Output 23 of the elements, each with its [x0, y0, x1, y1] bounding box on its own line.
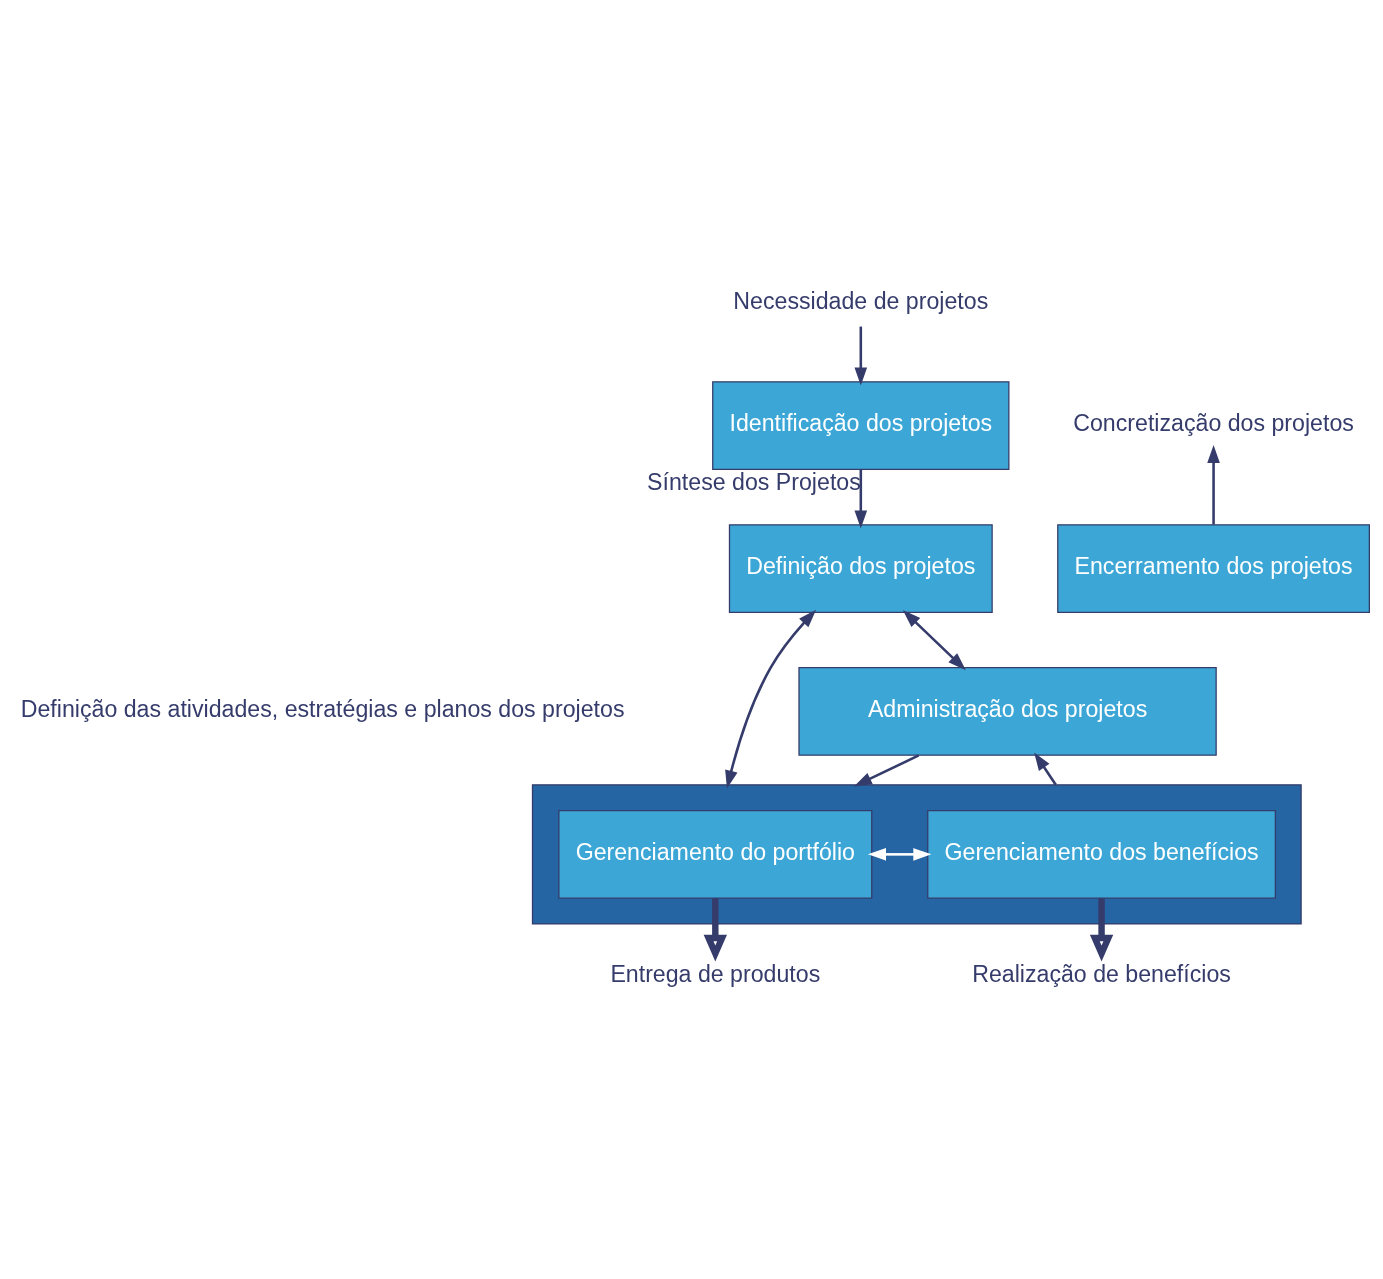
label: Definição das atividades, estratégias e planos dos projetos	[20, 695, 625, 722]
arrow	[854, 469, 868, 529]
node-box: Definição dos projetos	[728, 523, 993, 613]
node-text: Entrega de produtos	[610, 960, 821, 987]
node-box: Gerenciamento do portfólio	[558, 809, 873, 899]
arrow	[853, 753, 920, 787]
cluster	[531, 783, 1302, 925]
node-box: Encerramento dos projetos	[1057, 523, 1370, 613]
edge-label: Síntese dos Projetos	[647, 468, 861, 495]
arrow	[854, 326, 868, 386]
arrow	[703, 897, 727, 961]
arrow	[725, 609, 817, 789]
node-box: Identificação dos projetos	[712, 380, 1010, 470]
arrow	[867, 847, 932, 861]
arrow	[902, 609, 966, 670]
node-box: Gerenciamento dos benefícios	[927, 809, 1276, 899]
node-text: Realização de benefícios	[972, 960, 1231, 987]
node-box: Administração dos projetos	[798, 666, 1217, 756]
node-text: Concretização dos projetos	[1073, 409, 1354, 436]
arrow	[1207, 444, 1220, 525]
arrow	[1089, 897, 1114, 961]
arrow	[1034, 751, 1057, 786]
node-text: Necessidade de projetos	[733, 287, 989, 314]
